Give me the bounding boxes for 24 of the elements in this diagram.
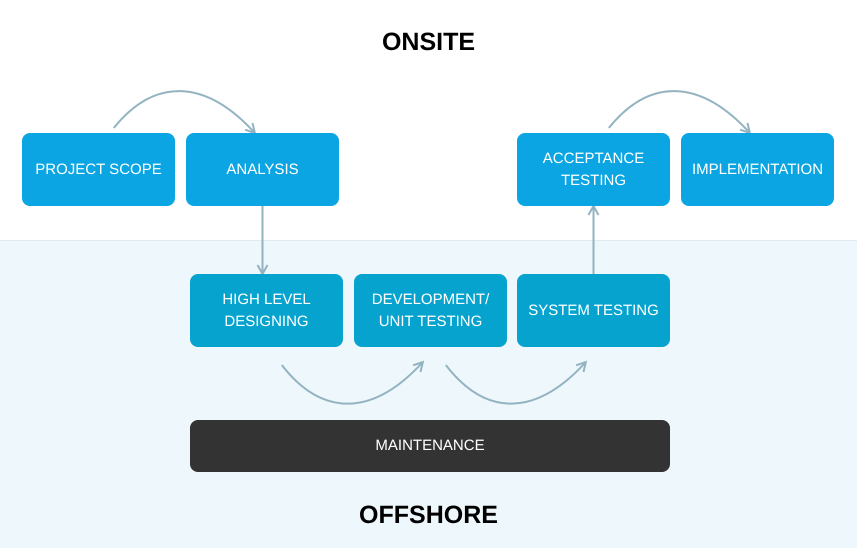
step-label: DEVELOPMENT/ UNIT TESTING — [370, 290, 490, 332]
process-box — [186, 133, 339, 206]
process-box — [190, 274, 343, 347]
curved-arrow — [281, 361, 424, 405]
step-label: HIGH LEVEL DESIGNING — [221, 290, 312, 332]
curved-arrow — [256, 206, 268, 275]
curved-arrow — [608, 90, 751, 134]
process-box — [190, 420, 670, 472]
curved-arrow — [445, 361, 587, 405]
step-label: ACCEPTANCE TESTING — [542, 148, 646, 190]
process-box — [354, 274, 507, 347]
process-box — [517, 274, 670, 347]
step-label: ANALYSIS — [226, 160, 299, 180]
curved-arrow — [113, 90, 256, 134]
region-heading: OFFSHORE — [358, 500, 499, 531]
region-heading: ONSITE — [380, 27, 476, 58]
process-box — [517, 133, 670, 206]
step-label: MAINTENANCE — [375, 436, 485, 456]
step-label: IMPLEMENTATION — [692, 160, 824, 180]
step-label: SYSTEM TESTING — [528, 300, 659, 320]
step-label: PROJECT SCOPE — [35, 160, 162, 180]
process-box — [681, 133, 834, 206]
curved-arrow — [588, 205, 600, 274]
process-box — [22, 133, 175, 206]
